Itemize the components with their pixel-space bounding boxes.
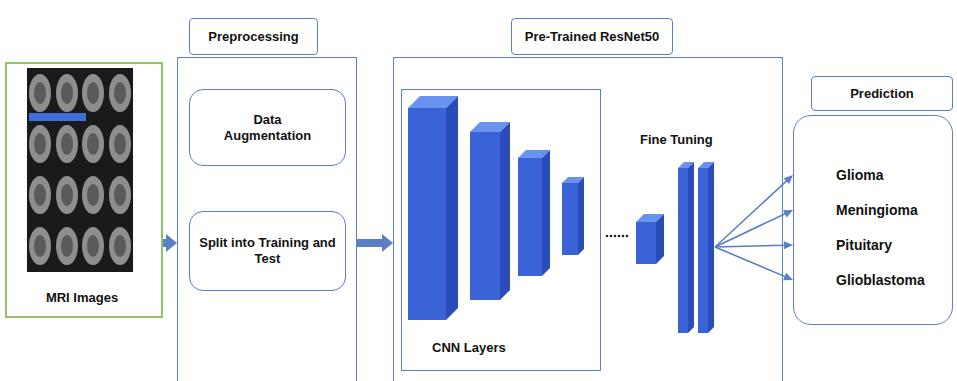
output-box: PredictionGliomaMeningiomaPituitaryGliob… [793,115,953,325]
cnn-blocks [408,96,584,320]
stage-box: PreprocessingData AugmentationSplit into… [177,57,357,381]
arrowhead [783,273,793,280]
arrow-line [715,247,786,277]
annotation-label: Fine Tuning [640,132,713,148]
process-label: Split into Training and Test [198,235,338,267]
group-label: CNN Layers [432,340,506,356]
layer-group-box: CNN Layers [401,89,601,371]
input-label: MRI Images [7,290,157,306]
stage-heading: Prediction [811,76,953,111]
process-label: Data Augmentation [213,112,323,144]
arrow-line [715,180,787,247]
arrow-line [715,213,786,247]
connector [357,234,393,252]
class-label: Pituitary [836,236,892,254]
process-box: Split into Training and Test [189,211,346,291]
arrow-line [715,245,785,247]
ellipsis-dots [606,235,629,238]
connector [715,175,793,280]
arrowhead [784,175,793,184]
arrowhead [783,210,793,217]
connector [163,234,177,252]
stage-heading: Preprocessing [189,18,318,55]
arrowhead [166,234,177,252]
arrowhead [784,241,793,249]
stage-box: Pre-Trained ResNet50CNN Layers [393,57,783,381]
class-label: Glioblastoma [836,271,925,289]
fine-tuning-layers [636,162,714,333]
arrow-shaft [163,239,166,247]
class-label: Glioma [836,166,883,184]
stage-heading: Pre-Trained ResNet50 [511,18,673,55]
arrowhead [382,234,393,252]
input-box: MRI Images [5,62,163,318]
arrow-shaft [357,239,382,247]
process-box: Data Augmentation [189,89,346,166]
mri-grid [27,68,133,272]
class-label: Meningioma [836,201,918,219]
